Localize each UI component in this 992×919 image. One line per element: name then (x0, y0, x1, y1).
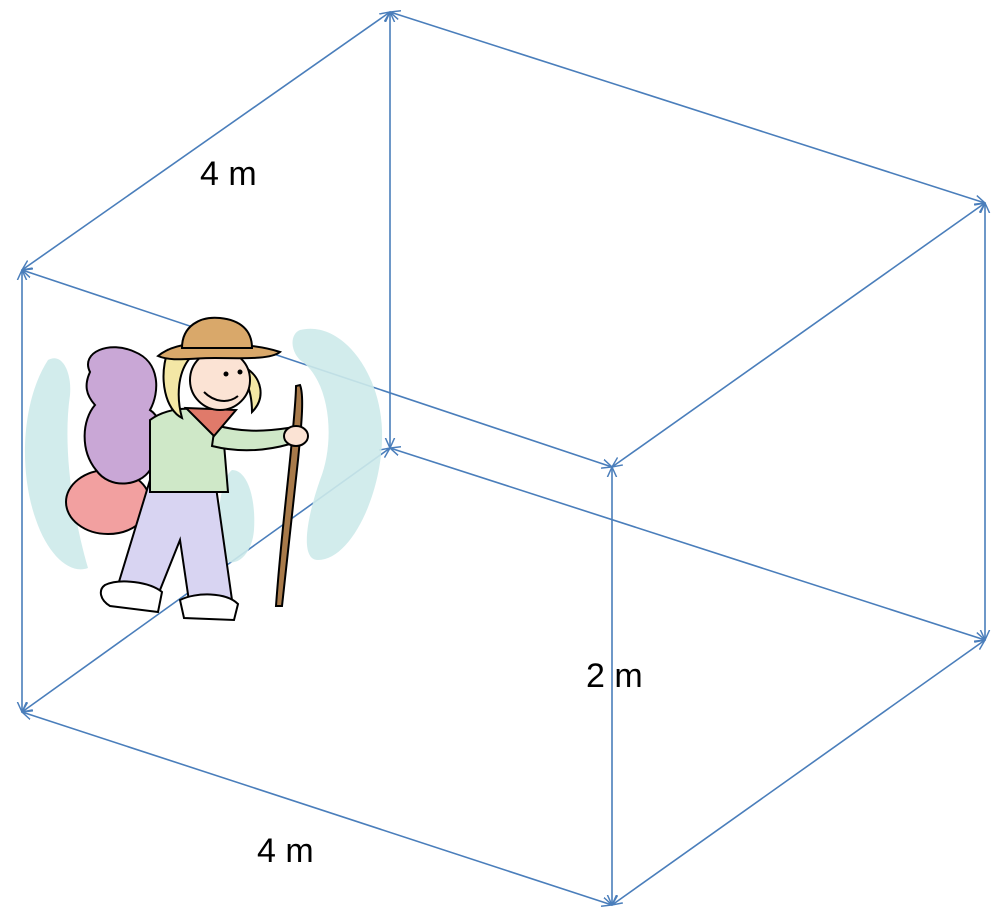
right-boot (178, 593, 240, 622)
label-height: 2 m (586, 657, 643, 695)
hand (283, 425, 309, 447)
aura-left (24, 358, 89, 570)
edge-bottom-back-right (390, 448, 985, 640)
hiker-icon (24, 316, 383, 622)
hat-crown (180, 316, 254, 349)
label-top-depth: 4 m (200, 155, 257, 193)
hair (162, 348, 192, 420)
left-boot (99, 580, 164, 614)
walking-stick (274, 383, 304, 607)
aura-middle (218, 470, 255, 563)
edge-top-back-left (22, 12, 390, 270)
edge-top-front-right (612, 203, 985, 467)
edge-bottom-front-right (612, 640, 985, 905)
arm (210, 423, 292, 452)
edge-top-back-right (390, 12, 985, 203)
aura-right (292, 328, 383, 560)
label-bottom-width: 4 m (257, 832, 314, 870)
edge-bottom-front-left (22, 712, 612, 905)
